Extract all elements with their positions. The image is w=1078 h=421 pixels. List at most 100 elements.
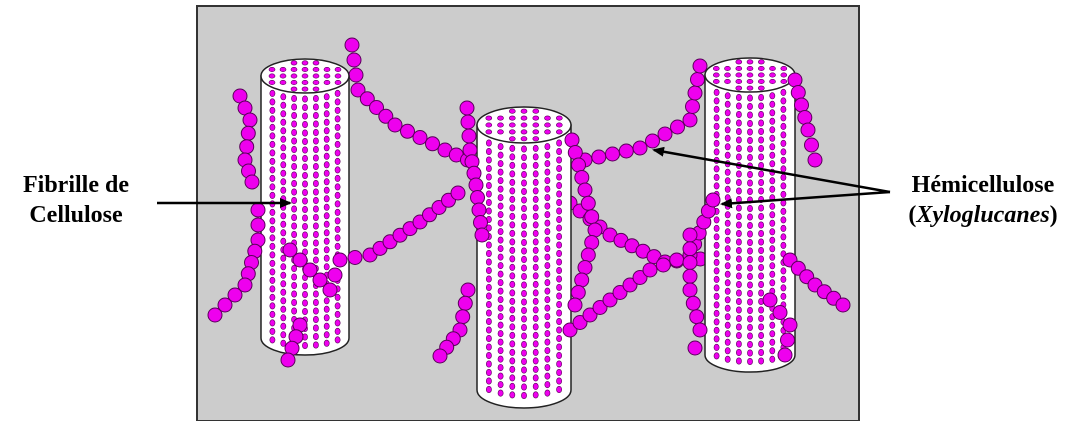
hemicellulose-bead	[312, 272, 328, 288]
cellulose-dot	[485, 250, 492, 258]
cellulose-dot	[302, 146, 308, 154]
cellulose-dot	[269, 174, 276, 182]
cellulose-dot	[280, 118, 287, 126]
cellulose-dot	[736, 213, 742, 221]
cellulose-dot	[280, 127, 287, 135]
cellulose-dot	[544, 194, 551, 202]
hemicellulose-bead	[412, 130, 428, 145]
cellulose-dot	[312, 205, 319, 213]
cellulose-dot	[556, 199, 562, 207]
cellulose-dot	[497, 372, 504, 380]
hemicellulose-bead	[344, 37, 360, 53]
cellulose-dot	[757, 85, 765, 91]
hemicellulose-bead	[571, 157, 586, 173]
cellulose-dot	[544, 160, 551, 168]
cellulose-dot	[312, 188, 319, 196]
chain-left-bottom	[280, 317, 308, 368]
cellulose-dot	[769, 92, 776, 100]
cellulose-dot	[544, 236, 551, 244]
cellulose-dot	[291, 163, 297, 171]
hemicellulose-bead	[574, 272, 590, 288]
cellulose-dot	[532, 289, 539, 297]
cellulose-dot	[724, 168, 731, 176]
hemicellulose-bead	[455, 309, 471, 325]
hemicellulose-bead	[580, 247, 596, 263]
cellulose-dot	[334, 310, 341, 318]
cellulose-dot	[747, 289, 753, 297]
cellulose-dot	[497, 304, 504, 312]
cellulose-dot	[747, 255, 753, 263]
cellulose-dot	[497, 364, 504, 372]
cellulose-dot	[544, 355, 551, 363]
cellulose-dot	[269, 191, 276, 199]
cellulose-dot	[312, 256, 319, 264]
cellulose-dot	[508, 136, 516, 142]
cellulose-dot	[521, 289, 527, 297]
chain-right-top	[787, 72, 823, 168]
cellulose-dot	[713, 131, 720, 139]
cellulose-dot	[556, 190, 562, 198]
cellulose-dot	[556, 326, 562, 334]
hemicellulose-bead	[240, 125, 256, 141]
cellulose-dot	[780, 292, 787, 300]
cellulose-dot	[713, 88, 720, 96]
cellulose-dot	[302, 307, 308, 315]
cellulose-dot	[280, 288, 287, 296]
cellulose-dot	[724, 151, 731, 159]
cellulose-dot	[780, 233, 787, 241]
cellulose-dot	[291, 197, 297, 205]
hemicellulose-bead	[682, 227, 698, 243]
cellulose-dot	[509, 365, 516, 373]
cellulose-dot	[713, 318, 720, 326]
hemicellulose-bead	[322, 282, 338, 298]
cellulose-dot	[269, 225, 276, 233]
chain-center-left-low	[432, 282, 476, 364]
cellulose-dot	[312, 146, 319, 154]
cellulose-dot	[485, 385, 492, 393]
cellulose-dot	[532, 255, 539, 263]
cellulose-dot	[302, 341, 308, 349]
cellulose-dot	[323, 118, 330, 126]
cellulose-dot	[334, 336, 341, 344]
cellulose-dot	[323, 152, 330, 160]
cellulose-dot	[736, 340, 742, 348]
cellulose-dot	[780, 88, 787, 96]
cellulose-dot	[736, 247, 742, 255]
chain-center-left	[459, 100, 490, 243]
cellulose-dot	[556, 300, 562, 308]
cellulose-dot	[280, 144, 287, 152]
cellulose-dot	[780, 173, 787, 181]
cellulose-dot	[497, 219, 504, 227]
cellulose-dot	[735, 66, 743, 72]
cellulose-dot	[736, 128, 742, 136]
cellulose-dot	[291, 154, 297, 162]
cellulose-dot	[747, 247, 753, 255]
cellulose-dot	[269, 157, 276, 165]
cellulose-dot	[302, 206, 308, 214]
cellulose-label-line2: Cellulose	[29, 202, 123, 228]
cellulose-dot	[532, 246, 539, 254]
cellulose-dot	[713, 224, 720, 232]
cellulose-dot	[280, 161, 287, 169]
hemicellulose-bead	[790, 85, 806, 100]
cellulose-dot	[769, 79, 776, 85]
cellulose-dot	[724, 262, 731, 270]
fibril-left	[260, 58, 350, 356]
cellulose-dot	[769, 262, 776, 270]
cellulose-dot	[497, 177, 504, 185]
cellulose-dot	[334, 174, 341, 182]
cellulose-dot	[323, 331, 330, 339]
cellulose-dot	[532, 391, 539, 399]
cellulose-dot	[280, 220, 287, 228]
hemicellulose-bead	[217, 297, 233, 313]
cellulose-dot	[521, 332, 527, 340]
chain-far-left-bottom	[207, 202, 266, 323]
cellulose-dot	[520, 115, 528, 121]
cellulose-dot	[509, 255, 516, 263]
cellulose-dot	[279, 73, 287, 79]
hemicellulose-bead	[777, 347, 793, 363]
cellulose-dot	[269, 208, 276, 216]
cellulose-dot	[269, 166, 276, 174]
cellulose-dot	[509, 212, 516, 220]
cellulose-dot	[556, 377, 562, 385]
